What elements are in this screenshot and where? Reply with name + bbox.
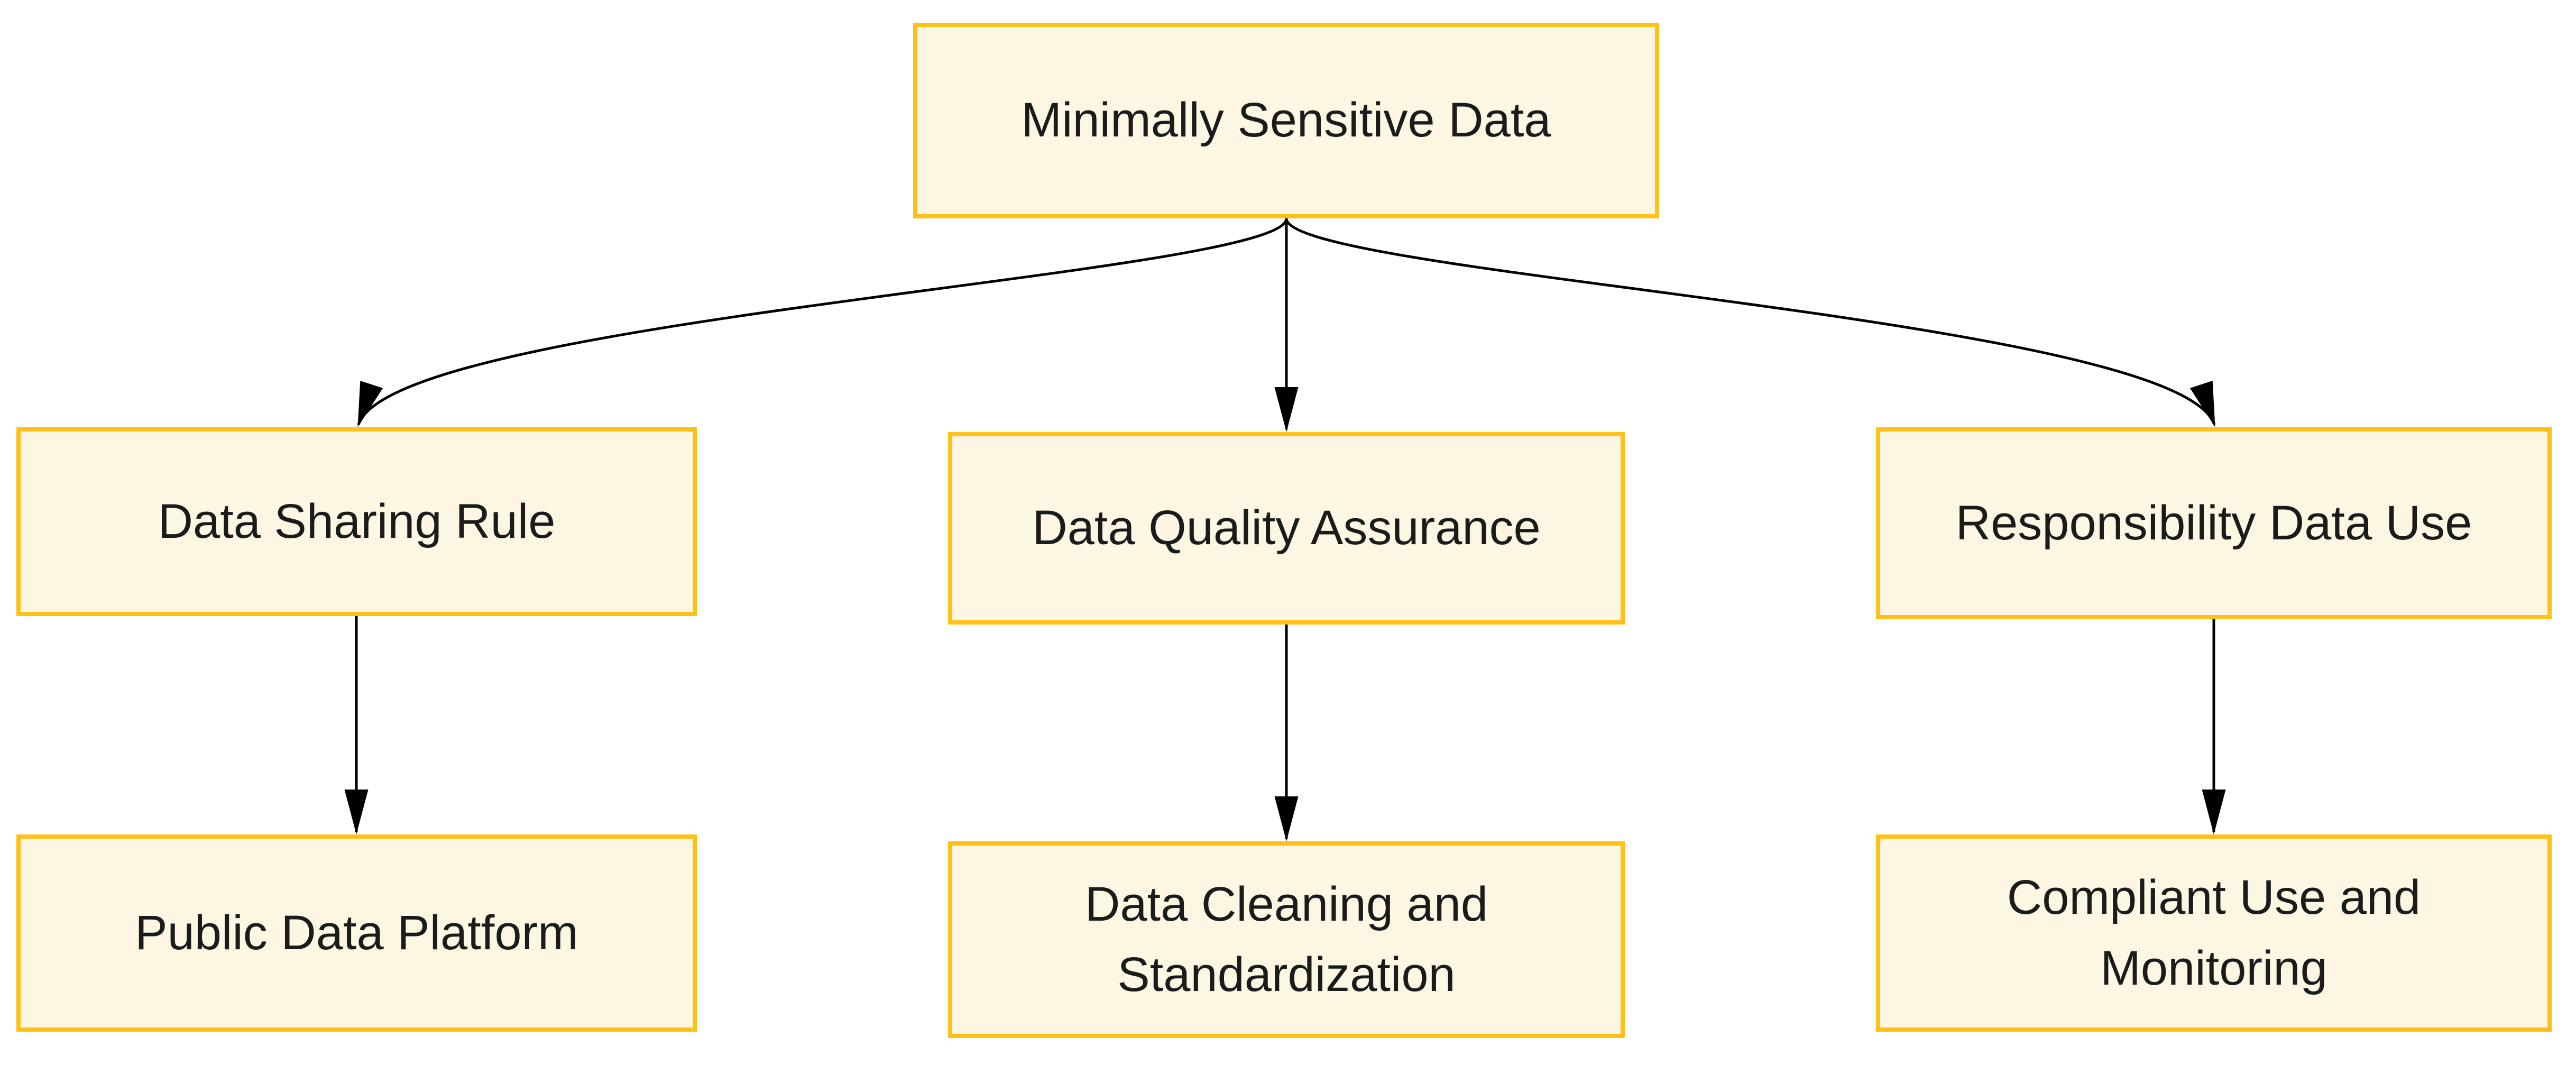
node-compliant-use-and-monitoring: Compliant Use and Monitoring <box>1876 834 2552 1032</box>
node-label: Data Quality Assurance <box>1032 501 1541 555</box>
node-data-sharing-rule: Data Sharing Rule <box>16 427 697 616</box>
node-responsibility-data-use: Responsibility Data Use <box>1876 427 2552 619</box>
node-public-data-platform: Public Data Platform <box>16 834 697 1032</box>
connector-root-to-sharing <box>357 218 1288 427</box>
node-label: Minimally Sensitive Data <box>1021 93 1551 148</box>
connector-root-to-responsibility <box>1285 218 2216 427</box>
node-data-cleaning-and-standardization: Data Cleaning and Standardization <box>948 841 1625 1038</box>
node-minimally-sensitive-data: Minimally Sensitive Data <box>913 23 1659 218</box>
node-label: Public Data Platform <box>135 905 578 960</box>
node-label: Data Cleaning and Standardization <box>1084 877 1488 1002</box>
node-data-quality-assurance: Data Quality Assurance <box>948 432 1625 625</box>
node-label: Responsibility Data Use <box>1955 495 2472 550</box>
node-label: Compliant Use and Monitoring <box>2007 870 2421 995</box>
node-label: Data Sharing Rule <box>158 494 556 548</box>
